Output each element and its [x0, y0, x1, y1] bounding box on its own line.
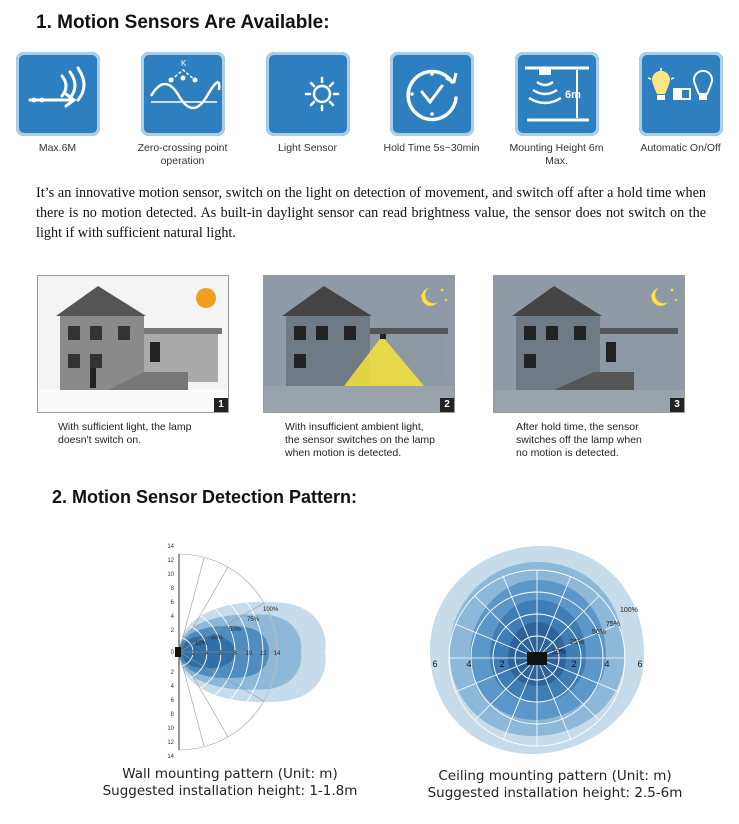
- feature-label: Zero-crossing point operation: [137, 142, 228, 167]
- scene-number: 1: [214, 398, 228, 412]
- feature-mounting-height: 6m Mounting Height 6m Max.: [504, 52, 609, 168]
- ceiling-x-label: 6: [637, 659, 642, 669]
- hold-time-clock-icon: [389, 52, 474, 136]
- wall-percent-label: 10%: [195, 641, 208, 647]
- wall-percent-label: 20%: [211, 635, 224, 641]
- wall-axis-label: 2: [171, 628, 175, 634]
- ceiling-x-label: 4: [604, 659, 609, 669]
- ceiling-percent-label: 10%: [552, 649, 566, 656]
- wall-axis-label: 6: [171, 600, 175, 606]
- feature-label: Automatic On/Off: [640, 142, 721, 154]
- feature-label: Max.6M: [38, 142, 77, 154]
- description-paragraph: It’s an innovative motion sensor, switch…: [36, 185, 706, 241]
- scene-night-motion-image: 2: [263, 275, 455, 413]
- zero-crossing-icon: K: [140, 52, 225, 136]
- range-wave-icon: [15, 52, 100, 136]
- wall-axis-label: 12: [167, 740, 174, 746]
- feature-max-range: Max.6M: [5, 52, 110, 155]
- wall-axis-label: 10: [167, 726, 174, 732]
- wall-axis-label: 6: [171, 698, 175, 704]
- feature-label: Light Sensor: [278, 142, 337, 154]
- wall-axis-label: 8: [171, 712, 175, 718]
- feature-zero-crossing: K Zero-crossing point operation: [130, 52, 235, 168]
- wall-percent-label: 75%: [247, 617, 260, 623]
- wall-axis-label: 0: [171, 650, 175, 656]
- wall-axis-label: 8: [171, 586, 175, 592]
- section-title-detection: 2. Motion Sensor Detection Pattern:: [52, 487, 358, 507]
- feature-hold-time: Hold Time 5s~30min: [379, 52, 484, 155]
- ceiling-percent-label: 50%: [592, 629, 606, 636]
- wall-axis-label: 2: [171, 670, 175, 676]
- ceiling-x-label: 2: [571, 659, 576, 669]
- wall-axis-label: 4: [171, 684, 175, 690]
- wall-axis-label: 14: [167, 544, 174, 550]
- feature-automatic-onoff: Automatic On/Off: [628, 52, 733, 155]
- wall-pattern-caption: Wall mounting pattern (Unit: m) Suggeste…: [102, 766, 358, 799]
- mounting-height-label: 6m: [565, 89, 581, 101]
- scene-daylight-image: 1: [37, 275, 229, 413]
- feature-label: Hold Time 5s~30min: [383, 142, 480, 154]
- automatic-onoff-icon: [638, 52, 723, 136]
- ceiling-x-label: 6: [432, 659, 437, 669]
- wall-pattern-diagram: 14 12 10 8 6 4 2 0 2 4 6 8 10 12 14 2 4 …: [167, 544, 326, 760]
- wall-x-label: 14: [274, 651, 281, 657]
- wall-percent-label: 50%: [229, 627, 242, 633]
- ceiling-percent-label: 100%: [620, 607, 638, 614]
- ceiling-x-label: 2: [499, 659, 504, 669]
- zero-crossing-k-label: K: [181, 59, 187, 68]
- wall-axis-label: 4: [171, 614, 175, 620]
- light-sensor-icon: [265, 52, 350, 136]
- ceiling-pattern-caption: Ceiling mounting pattern (Unit: m) Sugge…: [427, 768, 683, 801]
- ceiling-x-label: 4: [466, 659, 471, 669]
- wall-x-label: 2: [191, 651, 195, 657]
- ceiling-percent-label: 25%: [570, 639, 584, 646]
- wall-x-label: 4: [205, 651, 209, 657]
- ceiling-percent-label: 75%: [606, 621, 620, 628]
- wall-x-label: 8: [233, 651, 237, 657]
- ceiling-pattern-diagram: 6 4 2 2 4 6 10% 25% 50% 75% 100%: [429, 545, 645, 755]
- scene-night-off-image: 3: [493, 275, 685, 413]
- wall-axis-label: 12: [167, 558, 174, 564]
- wall-x-label: 12: [260, 651, 267, 657]
- mounting-height-icon: 6m: [514, 52, 599, 136]
- scene-caption-2: With insufficient ambient light, the sen…: [285, 421, 435, 459]
- feature-label: Mounting Height 6m Max.: [509, 142, 604, 167]
- feature-light-sensor: Light Sensor: [255, 52, 360, 155]
- wall-x-label: 6: [219, 651, 223, 657]
- scene-number: 3: [670, 398, 684, 412]
- scene-caption-3: After hold time, the sensor switches off…: [516, 421, 642, 459]
- wall-percent-label: 100%: [263, 607, 279, 613]
- section-title-features: 1. Motion Sensors Are Available:: [36, 12, 330, 33]
- wall-x-label: 10: [246, 651, 253, 657]
- feature-icon-row: Max.6M K Zero-crossing point operation: [0, 52, 739, 172]
- scene-number: 2: [440, 398, 454, 412]
- wall-axis-label: 10: [167, 572, 174, 578]
- scene-caption-1: With sufficient light, the lamp doesn't …: [58, 421, 192, 446]
- wall-axis-label: 14: [167, 754, 174, 760]
